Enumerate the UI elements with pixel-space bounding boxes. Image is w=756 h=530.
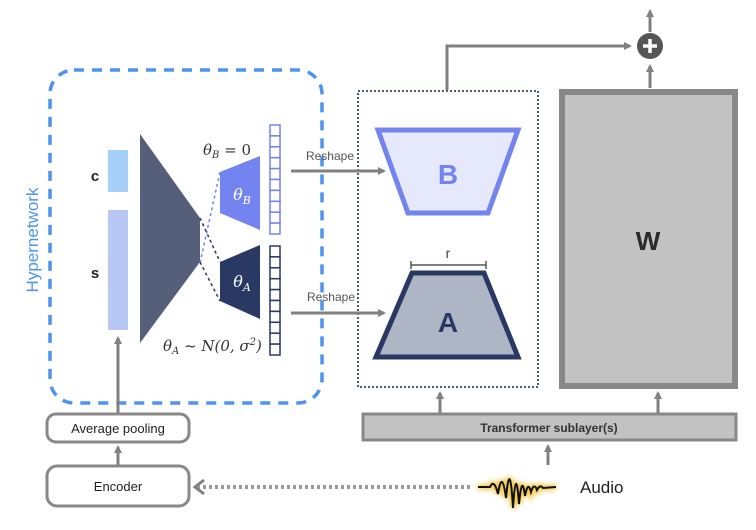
rank-label: r bbox=[446, 245, 451, 261]
transformer-sublayer-label: Transformer sublayer(s) bbox=[480, 421, 617, 435]
theta-b-vector-cell bbox=[269, 222, 281, 235]
transformer-sublayer-block bbox=[361, 412, 738, 442]
lora-boundary bbox=[357, 90, 539, 388]
theta-b-vector-cell bbox=[269, 200, 281, 213]
theta-a-init-formula: θA ~ N(0, σ2) bbox=[163, 337, 262, 357]
theta-b-init-formula: θB = 0 bbox=[203, 141, 251, 161]
main-weight-block bbox=[559, 89, 738, 389]
theta-b-head bbox=[220, 156, 260, 230]
theta-b-vector-cell bbox=[269, 189, 281, 203]
theta-a-vector-cell bbox=[269, 332, 281, 345]
reshape-label-a: Reshape bbox=[307, 290, 355, 304]
theta-a-vector-cell bbox=[269, 310, 281, 324]
lora-b-matrix bbox=[374, 127, 522, 216]
theta-a-vector-cell bbox=[269, 299, 281, 313]
lora-output-arrow bbox=[445, 42, 632, 90]
c-label: c bbox=[91, 168, 99, 185]
encoder-label: Encoder bbox=[94, 479, 143, 494]
hypernetwork-boundary bbox=[48, 68, 324, 405]
hypernetwork-label: Hypernetwork bbox=[23, 187, 42, 292]
lora-a-matrix bbox=[372, 270, 522, 360]
reshape-label-b: Reshape bbox=[306, 149, 354, 163]
lora-a-label: A bbox=[438, 307, 458, 338]
theta-b-head-label: θB bbox=[233, 185, 251, 207]
hypernetwork-trunk bbox=[140, 134, 200, 343]
theta-b-vector-cell bbox=[269, 156, 281, 170]
theta-b-vector-cell bbox=[269, 135, 281, 148]
c-block bbox=[108, 150, 128, 192]
theta-a-vector-cell bbox=[269, 267, 281, 280]
theta-a-vector-cell bbox=[269, 343, 281, 356]
audio-waveform-icon bbox=[478, 476, 557, 509]
theta-a-vector-cell bbox=[269, 256, 281, 269]
s-label: s bbox=[91, 265, 99, 282]
theta-a-vector-cell bbox=[269, 321, 281, 334]
theta-a-vector bbox=[269, 245, 281, 356]
theta-a-head-label: θA bbox=[233, 272, 251, 294]
theta-a-vector-cell bbox=[269, 277, 281, 291]
main-weight-label: W bbox=[636, 226, 661, 256]
connector-trunk-theta-a bbox=[199, 217, 221, 263]
encoder-block[interactable] bbox=[45, 464, 191, 508]
audio-to-encoder-arrowhead bbox=[192, 478, 205, 496]
theta-b-vector bbox=[269, 124, 281, 235]
theta-b-vector-cell bbox=[269, 124, 281, 137]
theta-b-vector-cell bbox=[269, 167, 281, 181]
connector-trunk-theta-a-2 bbox=[199, 261, 221, 302]
lora-b-label: B bbox=[438, 159, 458, 190]
theta-b-vector-cell bbox=[269, 211, 281, 224]
average-pooling-block[interactable] bbox=[45, 412, 191, 444]
audio-label: Audio bbox=[580, 478, 623, 497]
average-pooling-label: Average pooling bbox=[71, 421, 165, 436]
theta-b-vector-cell bbox=[269, 178, 281, 192]
connector-trunk-theta-b bbox=[199, 171, 221, 264]
theta-a-vector-cell bbox=[269, 245, 281, 258]
theta-a-vector-cell bbox=[269, 288, 281, 302]
s-block bbox=[108, 210, 128, 330]
theta-b-vector-cell bbox=[269, 146, 281, 159]
theta-a-head bbox=[220, 245, 260, 319]
